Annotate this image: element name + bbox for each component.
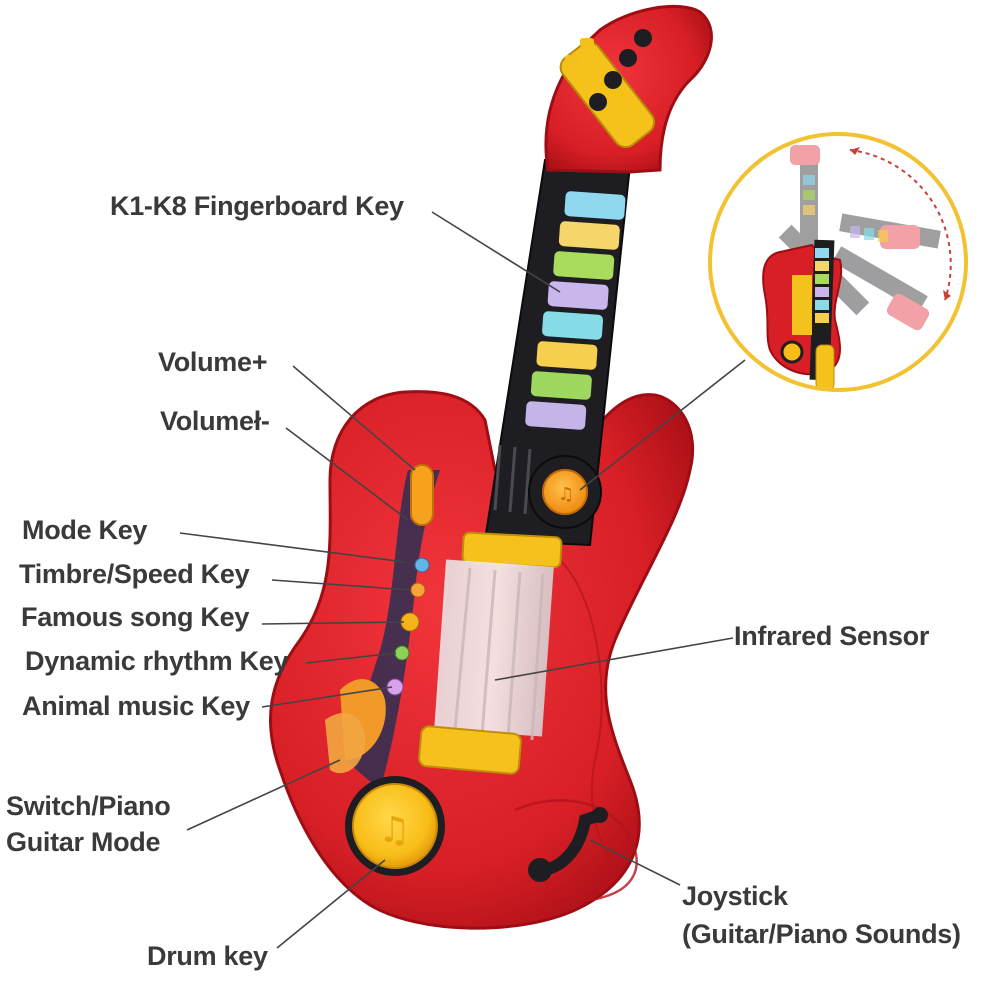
fingerboard-key-2[interactable] [558,221,621,250]
label-timbre-speed-key: Timbre/Speed Key [19,559,250,589]
fingerboard-key-1[interactable] [564,191,626,220]
drum-key[interactable]: ♫ [345,776,445,876]
label-mode-key: Mode Key [22,515,148,545]
fingerboard-key-6[interactable] [536,341,598,370]
music-note-icon: ♫ [378,810,410,851]
label-drum-key: Drum key [147,941,268,971]
fingerboard-keys[interactable] [525,191,626,430]
label-joystick-line2: (Guitar/Piano Sounds) [682,918,961,949]
label-switch-line1: Switch/Piano [6,791,171,821]
fingerboard-key-3[interactable] [553,251,615,280]
label-switch-mode: Switch/Piano Guitar Mode [6,791,246,857]
label-infrared-sensor: Infrared Sensor [734,621,930,651]
label-joystick-line1: Joystick [682,881,788,911]
leader-lines [179,211,746,949]
label-fingerboard-key: K1-K8 Fingerboard Key [110,191,404,221]
fingerboard-key-4[interactable] [547,281,609,310]
label-volume-down: Volumeł- [160,406,270,436]
label-volume-up: Volume+ [158,347,268,377]
label-switch-line2: Guitar Mode [6,826,161,857]
fret-lines [493,444,532,515]
label-dynamic-rhythm-key: Dynamic rhythm Key [25,646,289,676]
rotation-inset-illustration [708,132,968,392]
label-animal-music-key: Animal music Key [22,691,250,721]
string-area[interactable] [418,531,563,775]
neck-knob[interactable]: ♫ [528,455,602,529]
fingerboard-key-8[interactable] [525,401,587,430]
label-famous-song-key: Famous song Key [21,602,250,632]
joystick[interactable] [528,807,608,882]
fingerboard-key-7[interactable] [530,371,593,400]
svg-text:♫: ♫ [558,484,574,505]
label-joystick: Joystick (Guitar/Piano Sounds) [682,881,992,949]
fingerboard-key-5[interactable] [542,311,604,340]
